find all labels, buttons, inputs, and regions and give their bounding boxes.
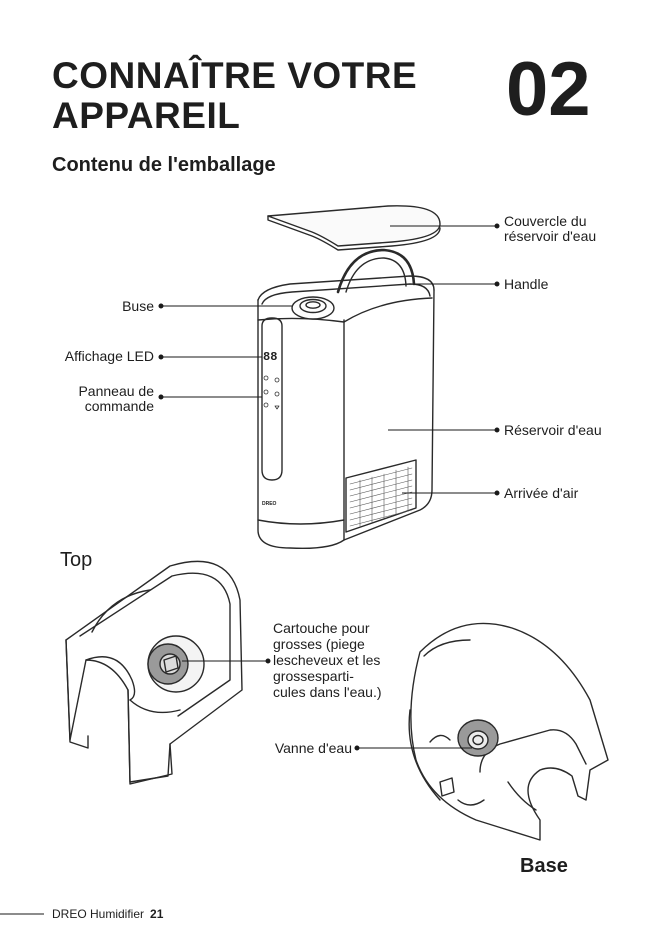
label-water-valve: Vanne d'eau (275, 741, 352, 756)
footer: DREO Humidifier 21 (52, 907, 163, 921)
label-control-panel: Panneau de commande (78, 384, 154, 414)
label-cartridge-line-4: grossesparti- (273, 668, 382, 684)
tank-top-view-illustration (66, 561, 242, 784)
label-lid-line-1: Couvercle du (504, 214, 596, 229)
label-cartridge-line-5: cules dans l'eau.) (273, 684, 382, 700)
label-led-display: Affichage LED (65, 349, 154, 364)
label-cartridge-line-1: Cartouche pour (273, 620, 382, 636)
lid-illustration (268, 206, 440, 250)
label-cartridge-line-2: grosses (piege (273, 636, 382, 652)
label-cartridge-line-3: lescheveux et les (273, 652, 382, 668)
label-nozzle: Buse (122, 299, 154, 314)
label-lid-line-2: réservoir d'eau (504, 229, 596, 244)
footer-brand: DREO Humidifier (52, 907, 144, 921)
label-cartridge: Cartouche pour grosses (piege lescheveux… (273, 620, 382, 700)
tank-base-view-illustration (409, 623, 608, 840)
led-digits: 88 (263, 350, 277, 364)
control-icons (264, 376, 279, 409)
page-number: 21 (150, 907, 163, 921)
view-label-top: Top (60, 549, 92, 572)
humidifier-illustration (258, 250, 434, 548)
label-handle: Handle (504, 277, 548, 292)
device-brand-logo: DREO (262, 501, 277, 507)
label-water-tank: Réservoir d'eau (504, 423, 602, 438)
label-panel-line-2: commande (78, 399, 154, 414)
label-air-inlet: Arrivée d'air (504, 486, 578, 501)
label-lid: Couvercle du réservoir d'eau (504, 214, 596, 244)
view-label-base: Base (520, 855, 568, 878)
label-panel-line-1: Panneau de (78, 384, 154, 399)
